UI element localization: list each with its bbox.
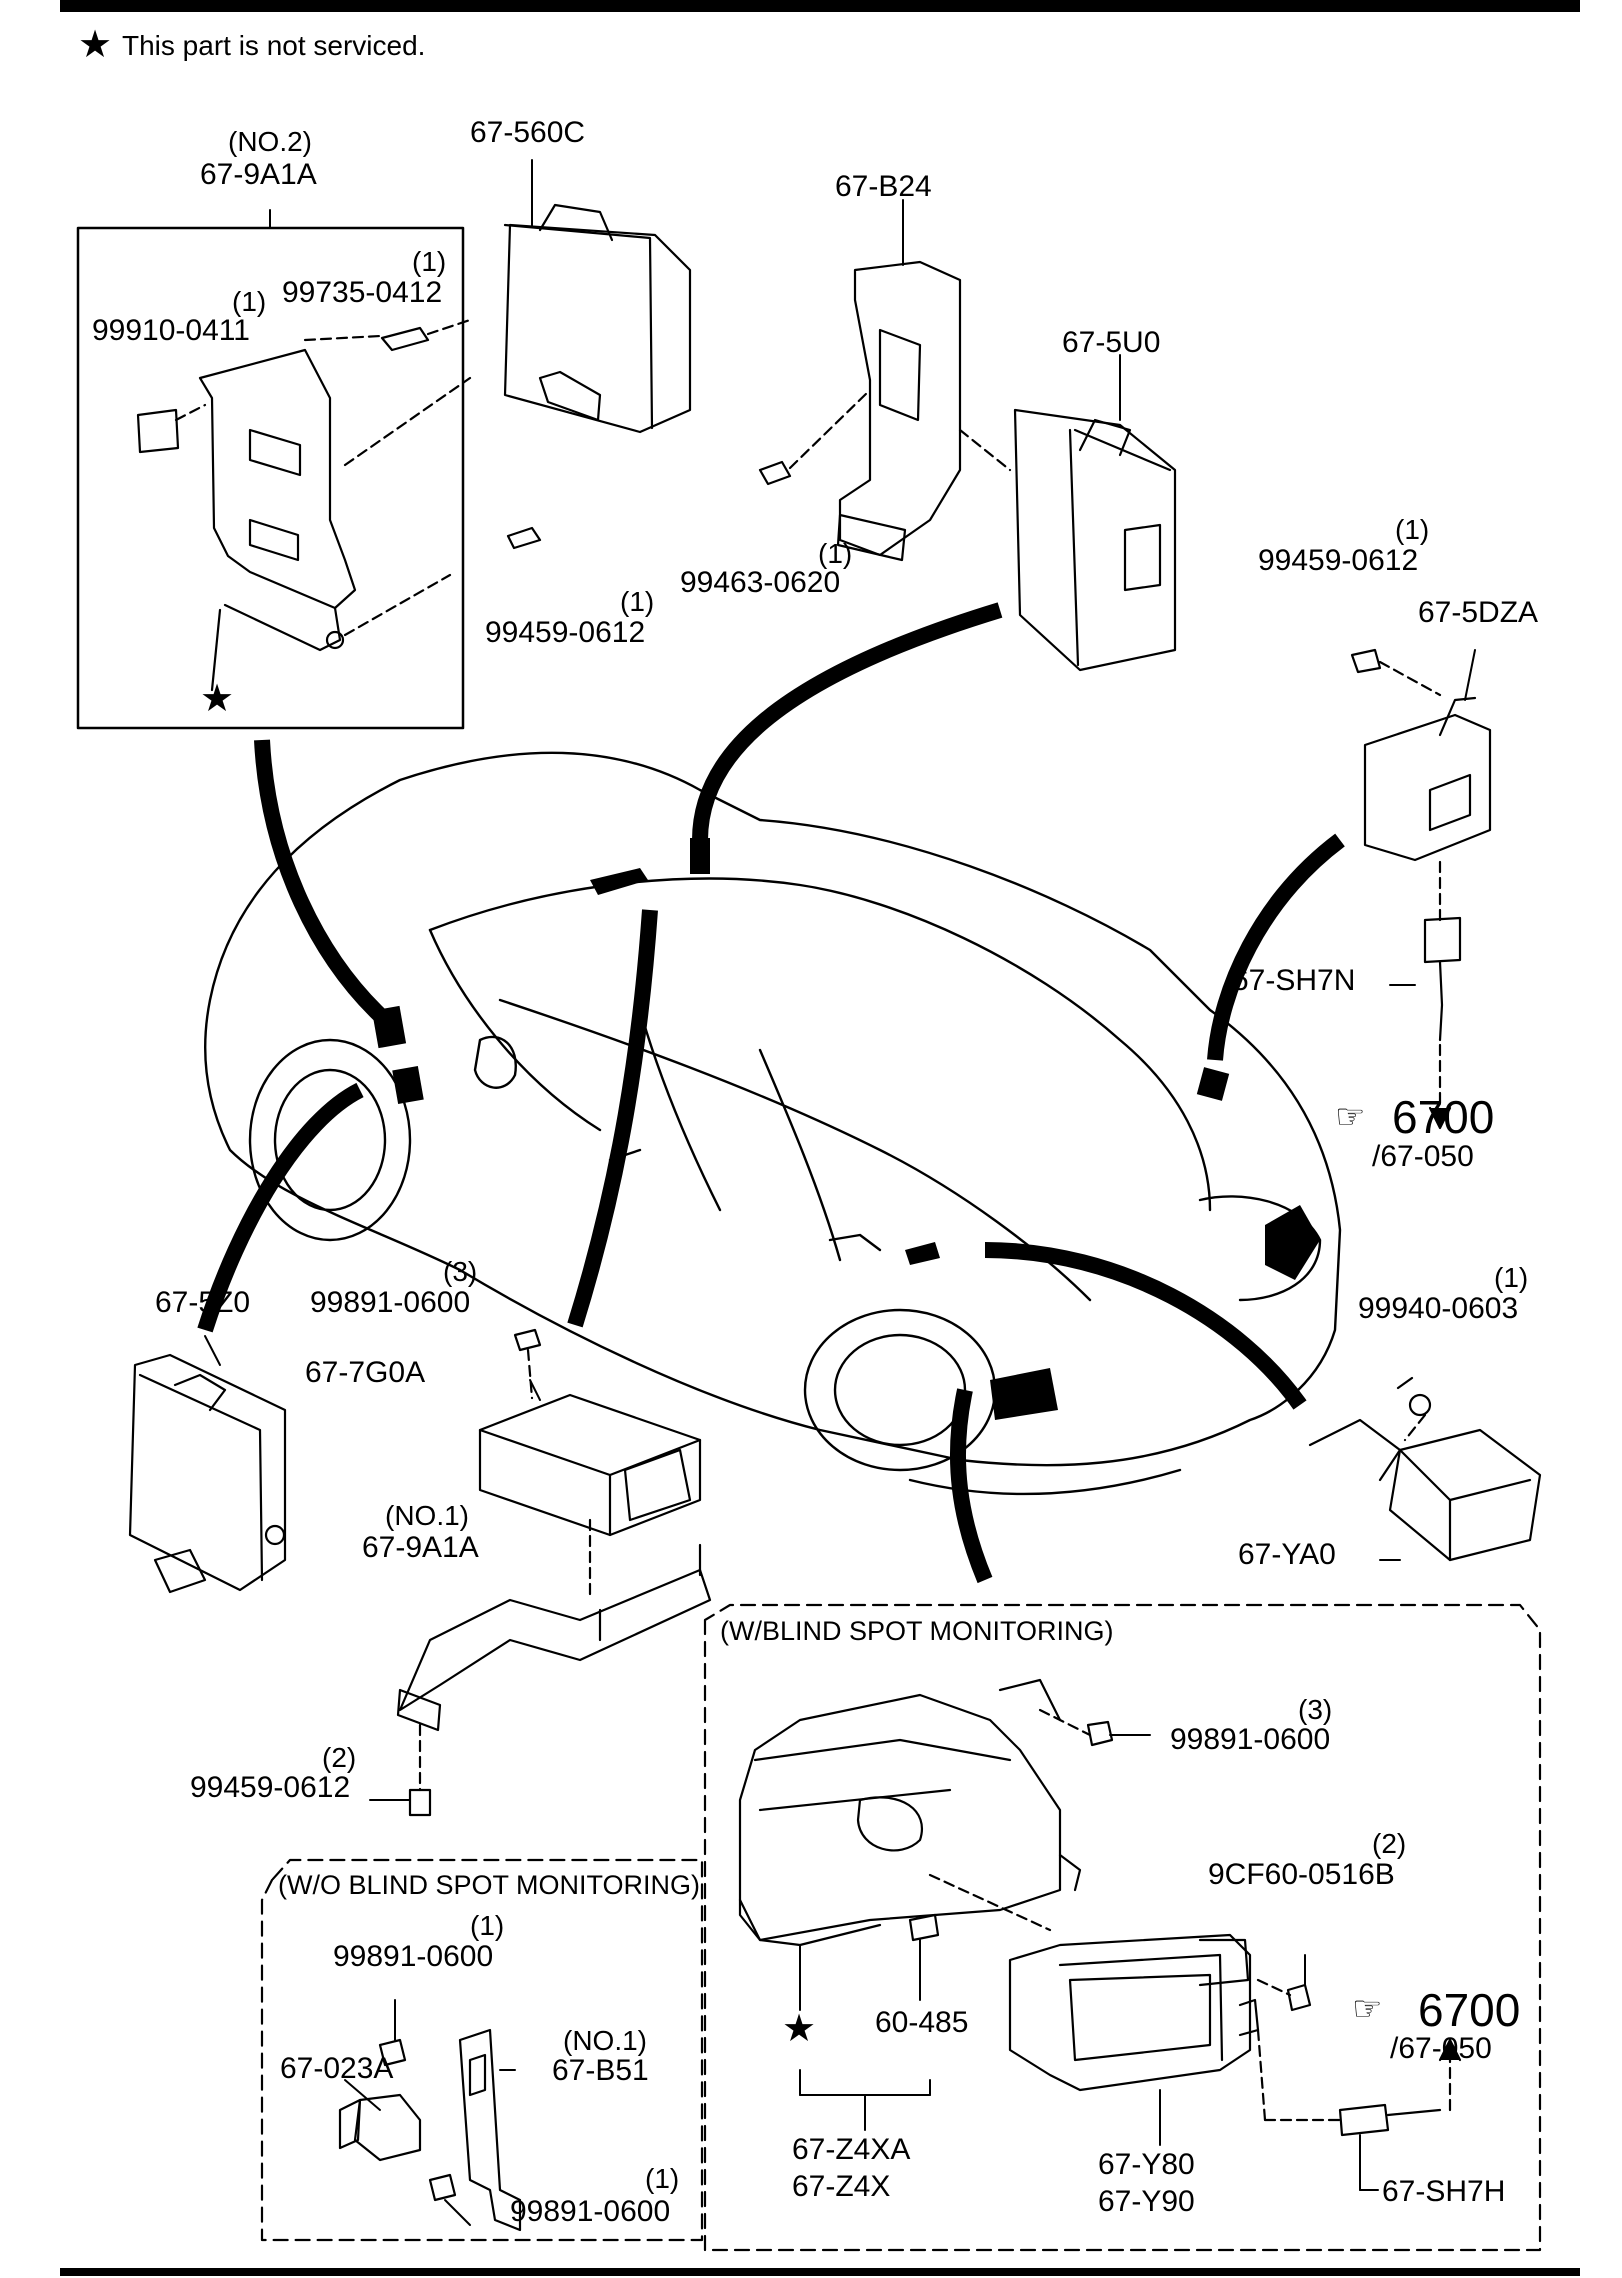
module-7g0a-drawing [478, 1328, 702, 1602]
part-z4xa[interactable]: 67-Z4XA [792, 2133, 911, 2166]
part-5dza[interactable]: 67-5DZA [1418, 596, 1539, 629]
top-rule [60, 0, 1580, 12]
qty-99891-d: (1) [645, 2163, 680, 2194]
ref-67-050-a[interactable]: /67-050 [1372, 1140, 1474, 1173]
part-5z0[interactable]: 67-5Z0 [155, 1286, 251, 1319]
bracket-no2-drawing [136, 318, 542, 692]
part-y90[interactable]: 67-Y90 [1098, 2185, 1195, 2218]
with-bsm-box [703, 1603, 1542, 2252]
module-5z0-drawing [128, 1335, 287, 1594]
part-z4x[interactable]: 67-Z4X [792, 2170, 891, 2203]
qty-99463: (1) [818, 538, 853, 569]
bottom-rule [60, 2268, 1580, 2276]
note-text: This part is not serviced. [122, 30, 426, 61]
part-sh7n[interactable]: 67-SH7N [1232, 964, 1356, 997]
bracket-no1-drawing [369, 1543, 712, 1817]
qty-99459-a: (1) [620, 586, 655, 617]
star-icon: ★ [78, 24, 113, 66]
part-99891-0600-b[interactable]: 99891-0600 [1170, 1723, 1331, 1756]
bsm-sensor-drawing [1008, 1933, 1462, 2191]
label-no1-a: (NO.1) [385, 1500, 469, 1531]
part-9cf60-0516b[interactable]: 9CF60-0516B [1208, 1858, 1395, 1891]
part-99735-0412[interactable]: 99735-0412 [282, 276, 443, 309]
pointing-hand-icon: ☞ [1352, 1990, 1383, 2028]
part-7g0a[interactable]: 67-7G0A [305, 1356, 426, 1389]
qty-99891-c: (1) [470, 1910, 505, 1941]
caption-without-bsm: (W/O BLIND SPOT MONITORING) [278, 1870, 701, 1900]
wo-bsm-bracket-drawing [338, 1999, 522, 2232]
part-9a1a-bottom[interactable]: 67-9A1A [362, 1531, 479, 1564]
part-99940-0603[interactable]: 99940-0603 [1358, 1292, 1519, 1325]
star-icon: ★ [200, 678, 235, 720]
pointing-hand-icon: ☞ [1335, 1098, 1366, 1136]
bsm-bracket-drawing [738, 1678, 1151, 2001]
qty-99459-c: (2) [322, 1742, 357, 1773]
module-560c-drawing [503, 159, 692, 434]
label-no2: (NO.2) [228, 126, 312, 157]
qty-99891-b: (3) [1298, 1694, 1333, 1725]
leader-arcs [197, 602, 1345, 1584]
part-9a1a-top[interactable]: 67-9A1A [200, 158, 317, 191]
part-560c[interactable]: 67-560C [470, 116, 586, 149]
ref-6700-b[interactable]: 6700 [1418, 1984, 1521, 2036]
module-locations [371, 838, 1320, 1420]
qty-9cf60: (2) [1372, 1828, 1407, 1859]
module-ya0-drawing [1308, 1376, 1542, 1562]
star-bracket-leaders [799, 1944, 931, 2131]
part-sh7h[interactable]: 67-SH7H [1382, 2175, 1506, 2208]
label-no1-b: (NO.1) [563, 2025, 647, 2056]
module-5dza-drawing [1350, 648, 1492, 1130]
part-60-485[interactable]: 60-485 [875, 2006, 969, 2039]
part-y80[interactable]: 67-Y80 [1098, 2148, 1195, 2181]
part-99463-0620[interactable]: 99463-0620 [680, 566, 841, 599]
part-99891-0600-d[interactable]: 99891-0600 [510, 2195, 671, 2228]
qty-99735: (1) [412, 246, 447, 277]
bracket-b24-drawing [758, 199, 1012, 562]
star-icon: ★ [782, 2008, 817, 2050]
part-99891-0600-a[interactable]: 99891-0600 [310, 1286, 471, 1319]
part-99459-0612-a[interactable]: 99459-0612 [485, 616, 646, 649]
part-b51[interactable]: 67-B51 [552, 2054, 649, 2087]
qty-99940: (1) [1494, 1262, 1529, 1293]
qty-99910: (1) [232, 286, 267, 317]
part-99459-0612-b[interactable]: 99459-0612 [1258, 544, 1419, 577]
part-99459-0612-c[interactable]: 99459-0612 [190, 1771, 351, 1804]
module-5u0-drawing [1013, 354, 1177, 672]
part-023a[interactable]: 67-023A [280, 2052, 394, 2085]
qty-99891-a: (3) [443, 1256, 478, 1287]
part-5u0[interactable]: 67-5U0 [1062, 326, 1161, 359]
part-ya0[interactable]: 67-YA0 [1238, 1538, 1336, 1571]
qty-99459-b: (1) [1395, 514, 1430, 545]
ref-67-050-b[interactable]: /67-050 [1390, 2032, 1492, 2065]
part-b24[interactable]: 67-B24 [835, 170, 932, 203]
without-bsm-box [260, 1858, 704, 2242]
ref-6700-a[interactable]: 6700 [1392, 1091, 1495, 1143]
caption-with-bsm: (W/BLIND SPOT MONITORING) [720, 1616, 1114, 1646]
part-99910-0411[interactable]: 99910-0411 [92, 314, 250, 347]
part-99891-0600-c[interactable]: 99891-0600 [333, 1940, 494, 1973]
